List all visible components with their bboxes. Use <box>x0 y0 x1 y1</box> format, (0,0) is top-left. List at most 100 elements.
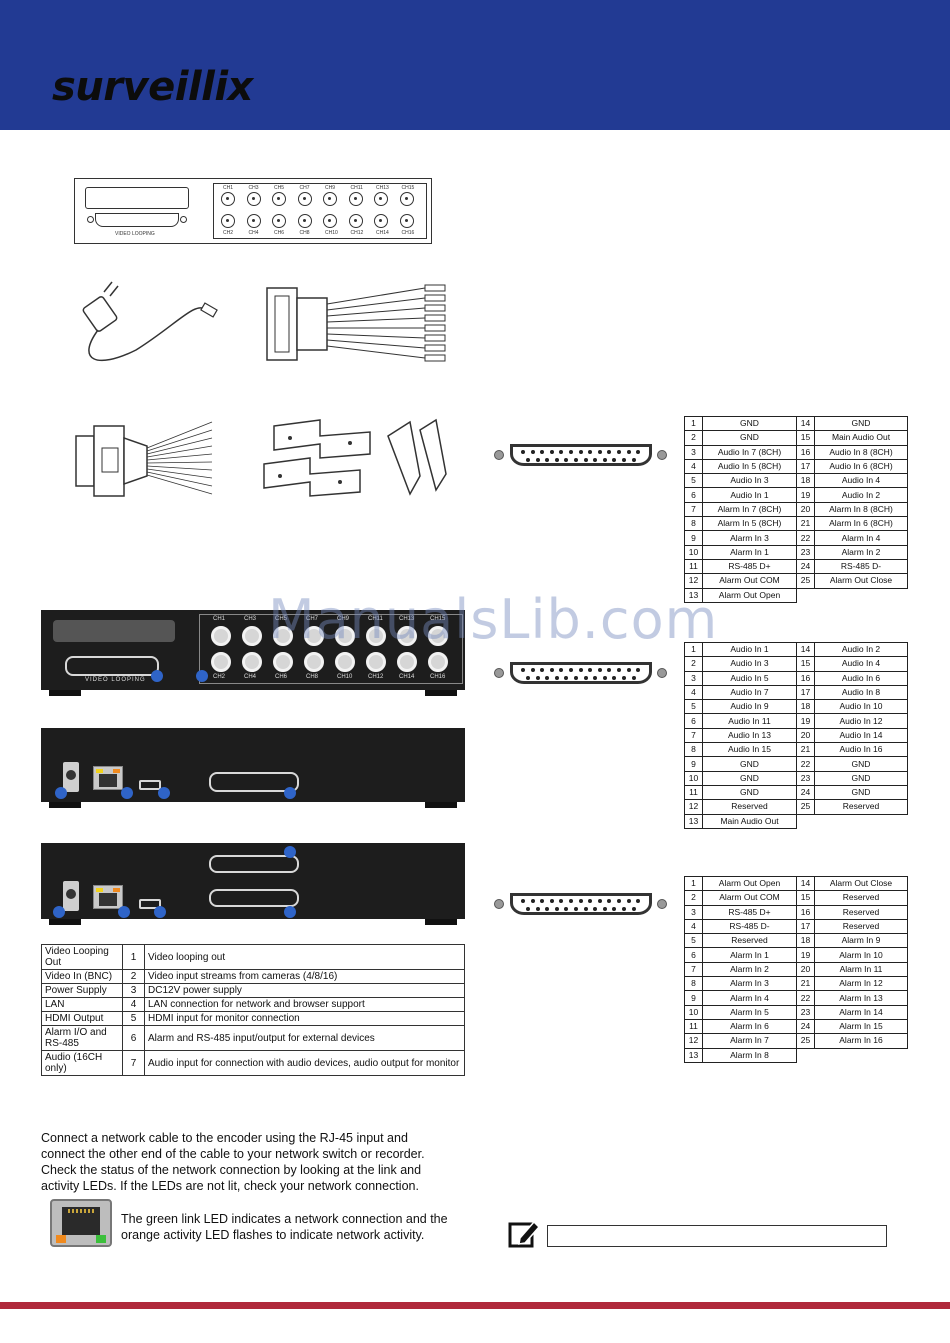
pin-number: 3 <box>684 670 703 686</box>
connection-name: Alarm I/O and RS-485 <box>41 1025 123 1051</box>
footer-bar <box>0 1302 950 1309</box>
connection-description: LAN connection for network and browser s… <box>144 997 465 1012</box>
pin-number: 11 <box>684 558 703 575</box>
dsub-screw-icon <box>657 899 667 909</box>
pin-function: Audio In 16 <box>814 742 908 758</box>
connection-name: Video In (BNC) <box>41 969 123 984</box>
pin-number: 17 <box>796 684 815 701</box>
rj45-port <box>93 766 123 790</box>
pin-number: 14 <box>796 641 815 658</box>
pin-number: 5 <box>684 699 703 715</box>
bnc-connector <box>297 192 312 206</box>
rear-dsub-alarm <box>209 889 299 907</box>
bnc-channel-label: CH4 <box>244 674 257 680</box>
callout-7-marker <box>284 846 296 858</box>
pin-function: Alarm In 4 <box>702 990 797 1006</box>
dsub-pin <box>574 458 578 462</box>
callout-number: 7 <box>122 1050 145 1076</box>
device-front-dsub <box>65 656 159 676</box>
pin-function: Alarm In 10 <box>814 947 908 963</box>
pin-function: RS-485 D- <box>702 918 797 935</box>
bnc-connector <box>297 214 312 228</box>
pin-function: Audio In 6 <box>814 670 908 686</box>
pin-function: Alarm In 3 <box>702 976 797 992</box>
pin-function: Audio In 15 <box>702 742 797 758</box>
pin-function: Alarm In 6 <box>702 1018 797 1035</box>
callout-number: 1 <box>122 944 145 970</box>
pin-number: 3 <box>684 444 703 460</box>
dsub-pin <box>578 668 583 672</box>
orange-led <box>56 1235 66 1243</box>
pin-number: 25 <box>796 799 815 815</box>
dsub-pin <box>545 907 550 911</box>
pin-function: Alarm In 2 <box>814 544 908 560</box>
rear-dsub-connector <box>209 772 299 792</box>
bnc-connector <box>273 652 293 672</box>
bnc-channel-label: CH14 <box>399 674 415 680</box>
bnc-channel-label: CH1 <box>213 616 226 622</box>
bnc-connector <box>272 214 286 228</box>
bnc-connector <box>397 626 417 646</box>
pin-function: Alarm Out COM <box>702 890 797 906</box>
bnc-channel-label: CH16 <box>430 674 446 680</box>
pin-number: 13 <box>684 1047 703 1063</box>
bnc-connector <box>272 192 286 206</box>
pin-number: 12 <box>684 573 703 589</box>
callout-number: 4 <box>122 997 145 1012</box>
dsub-pin <box>545 458 550 462</box>
dsub-pin <box>588 450 593 454</box>
dsub-pin <box>588 899 593 903</box>
dsub-pin <box>526 458 530 462</box>
dsub-pin <box>526 676 530 680</box>
pin-number: 18 <box>796 699 815 715</box>
dsub-pin <box>535 907 540 911</box>
bnc-connector <box>366 626 386 646</box>
dsub-connector-2 <box>510 662 652 684</box>
bnc-channel-label: CH3 <box>248 185 259 191</box>
pin-function: Audio In 14 <box>814 727 908 744</box>
bnc-channel-label: CH15 <box>401 185 415 191</box>
pin-function: GND <box>702 784 797 801</box>
pin-function: Alarm In 9 <box>814 933 908 949</box>
pin-function: RS-485 D+ <box>702 558 797 575</box>
pin-function: GND <box>702 430 797 446</box>
dsub-pin <box>583 458 588 462</box>
green-led <box>96 1235 106 1243</box>
bnc-channel-label: CH10 <box>325 230 338 236</box>
dsub-pin <box>631 907 636 911</box>
pin-number: 2 <box>684 890 703 906</box>
pin-function: Alarm In 5 <box>702 1004 797 1020</box>
bnc-connector <box>348 214 363 228</box>
pin-function: Audio In 7 (8CH) <box>702 444 797 460</box>
callout-number: 2 <box>122 969 145 984</box>
dsub-pin <box>564 458 569 462</box>
pin-number: 1 <box>684 415 703 432</box>
dsub-pin <box>530 668 535 672</box>
dsub-pin <box>593 676 598 680</box>
panel-video-looping-label: VIDEO LOOPING <box>115 231 155 237</box>
callout-4-marker <box>118 906 130 918</box>
dsub-pin <box>578 899 583 903</box>
bnc-channel-label: CH13 <box>399 616 415 622</box>
dsub-pin <box>569 668 573 672</box>
pin-number: 22 <box>796 756 815 772</box>
bnc-channel-label: CH5 <box>274 185 285 191</box>
callout-4-marker <box>121 787 133 799</box>
pin-number: 20 <box>796 501 815 518</box>
dsub-pin <box>626 450 631 454</box>
pin-function: GND <box>814 784 908 801</box>
bnc-channel-label: CH6 <box>274 230 285 236</box>
pin-number: 5 <box>684 933 703 949</box>
